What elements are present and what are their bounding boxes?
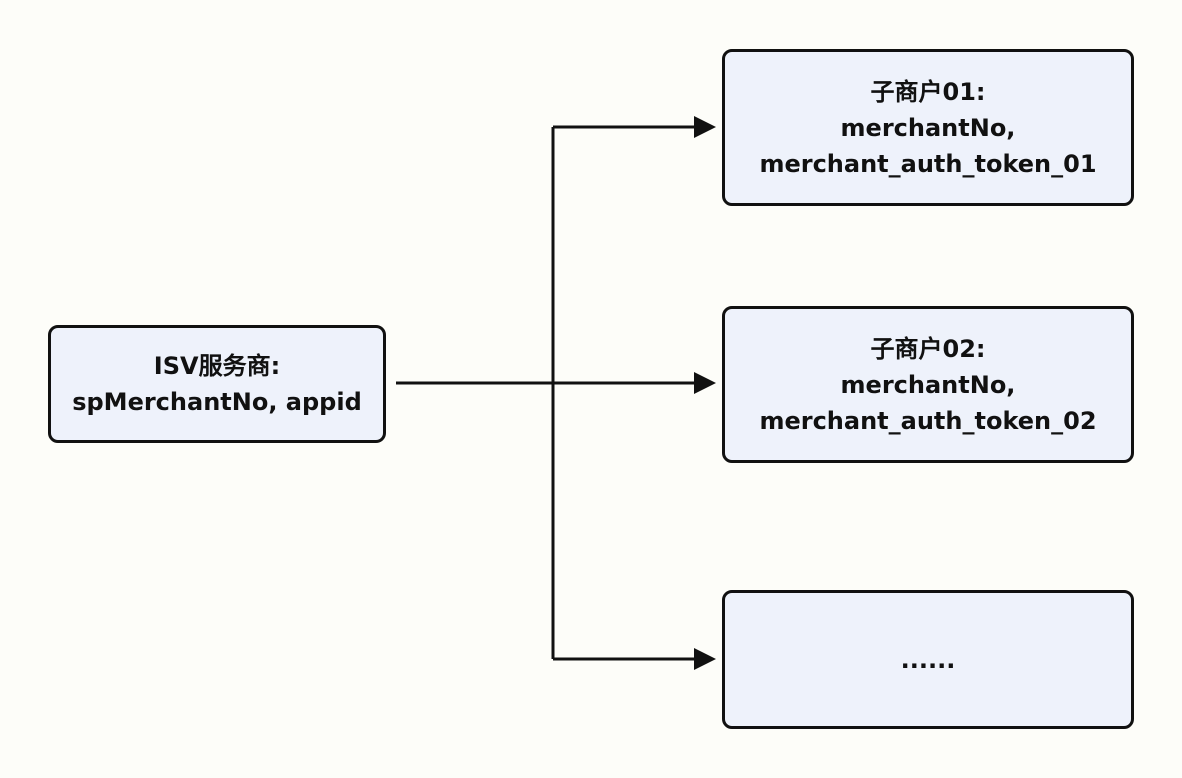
sub-merchant-02-title: 子商户02:	[870, 334, 986, 363]
sub-merchant-01-title: 子商户01:	[870, 77, 986, 106]
sub-merchant-02-field-1: merchantNo,	[840, 370, 1016, 399]
sub-merchant-01-field-2: merchant_auth_token_01	[759, 149, 1097, 178]
sub-merchant-02-node: 子商户02: merchantNo, merchant_auth_token_0…	[722, 306, 1134, 463]
sub-merchant-02-field-2: merchant_auth_token_02	[759, 406, 1097, 435]
sub-merchant-01-node: 子商户01: merchantNo, merchant_auth_token_0…	[722, 49, 1134, 206]
isv-node-fields: spMerchantNo, appid	[72, 388, 362, 416]
sub-merchant-01-field-1: merchantNo,	[840, 113, 1016, 142]
arrowhead-sub-merchant-01	[694, 116, 716, 138]
isv-node-title: ISV服务商:	[153, 352, 281, 380]
arrowhead-sub-merchant-02	[694, 372, 716, 394]
isv-service-provider-node: ISV服务商: spMerchantNo, appid	[48, 325, 386, 443]
sub-merchant-more-node: ......	[722, 590, 1134, 729]
sub-merchant-more-ellipsis: ......	[900, 645, 956, 674]
arrowhead-sub-merchant-more	[694, 648, 716, 670]
